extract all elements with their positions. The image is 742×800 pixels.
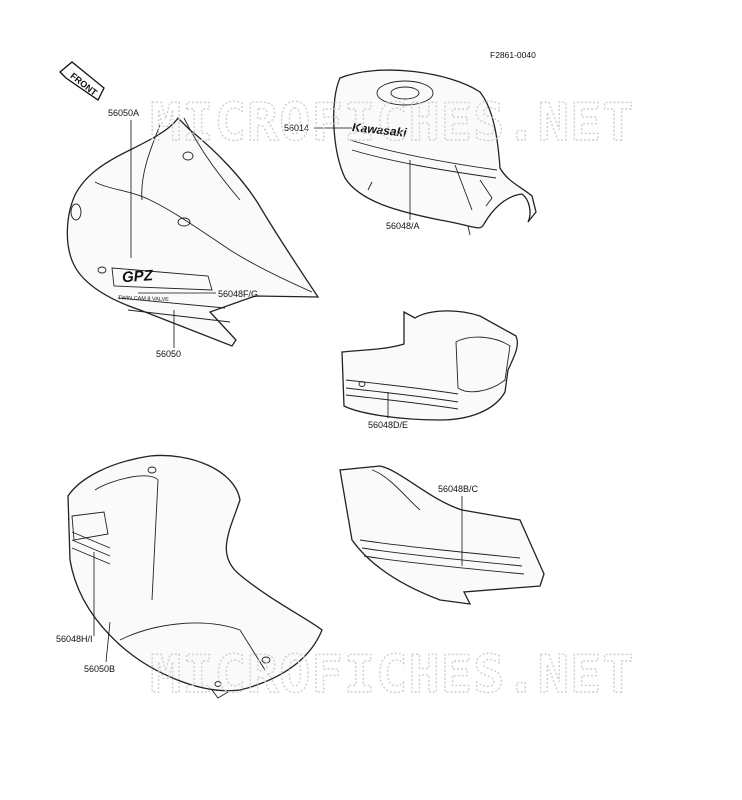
part-callout-56050A[interactable]: 56050A — [108, 108, 139, 258]
part-number-label: 56050B — [84, 664, 115, 674]
part-callout-56048BC[interactable]: 56048B/C — [438, 484, 479, 566]
part-number-label: 56048D/E — [368, 420, 408, 430]
gpz-decal: GPZ — [121, 267, 154, 286]
part-number-label: 56048H/I — [56, 634, 93, 644]
part-callout-56050B[interactable]: 56050B — [84, 621, 115, 674]
part-callout-56048FG[interactable]: 56048F/G — [138, 289, 258, 299]
figure-code: F2861-0040 — [490, 50, 536, 60]
upper-fairing: GPZ TWIN CAM 8 VALVE — [66, 116, 320, 347]
side-cover — [339, 465, 545, 605]
part-callout-56048A[interactable]: 56048/A — [386, 160, 420, 231]
watermark-top: MICROFICHES.NET — [150, 93, 635, 153]
front-arrow-icon: FRONT — [59, 61, 105, 101]
part-number-label: 56050 — [156, 349, 181, 359]
part-callout-56014[interactable]: 56014 — [284, 123, 352, 133]
part-number-label: 56048B/C — [438, 484, 479, 494]
kawasaki-decal: Kawasaki — [351, 120, 408, 140]
part-number-label: 56048F/G — [218, 289, 258, 299]
fuel-tank: Kawasaki — [333, 69, 537, 236]
lower-fairing — [67, 454, 323, 699]
watermark-bottom: MICROFICHES.NET — [150, 645, 635, 705]
part-number-label: 56014 — [284, 123, 309, 133]
part-callout-56048DE[interactable]: 56048D/E — [368, 392, 408, 430]
part-callout-56048HI[interactable]: 56048H/I — [56, 552, 95, 644]
twincam-decal: TWIN CAM 8 VALVE — [118, 295, 169, 303]
part-number-label: 56048/A — [386, 221, 420, 231]
tail-cover — [341, 310, 519, 421]
part-number-label: 56050A — [108, 108, 139, 118]
part-callout-56050[interactable]: 56050 — [156, 310, 181, 359]
